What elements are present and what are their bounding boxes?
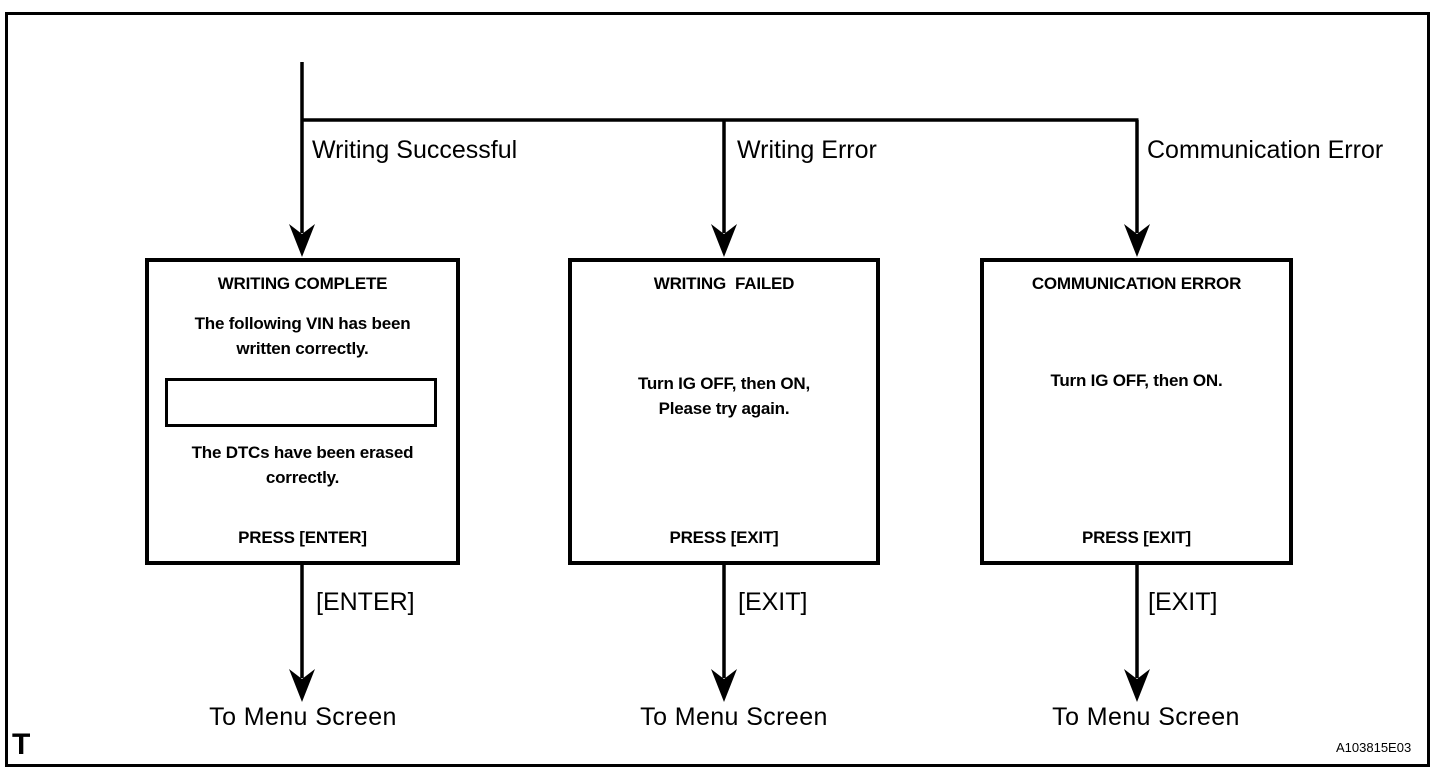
arrowhead-to-menu3 [1124,669,1150,702]
key-label-exit-2: [EXIT] [738,588,808,616]
branch-label-communication-error: Communication Error [1147,136,1384,164]
destination-label-menu-2: To Menu Screen [640,703,828,731]
screen-box-writing-complete: WRITING COMPLETE The following VIN has b… [145,258,460,565]
screen-text-line: The DTCs have been erased [191,443,414,462]
destination-label-menu-3: To Menu Screen [1052,703,1240,731]
vin-value-box [165,378,437,427]
figure-code: A103815E03 [1336,740,1412,755]
screen-press-instruction: PRESS [EXIT] [1081,528,1192,547]
arrowhead-into-box1 [289,224,315,257]
screen-press-instruction: PRESS [EXIT] [669,528,779,547]
screen-text-line: written correctly. [236,339,369,358]
key-label-exit-3: [EXIT] [1148,588,1218,616]
arrowhead-to-menu1 [289,669,315,702]
screen-box-writing-failed: WRITING FAILED Turn IG OFF, then ON, Ple… [568,258,880,565]
destination-label-menu-1: To Menu Screen [209,703,397,731]
diagram-border [5,12,1430,767]
arrowhead-into-box2 [711,224,737,257]
branch-label-writing-successful: Writing Successful [312,136,518,164]
screen-text-line: Turn IG OFF, then ON, [637,374,811,393]
arrowhead-into-box3 [1124,224,1150,257]
screen-text-line: Please try again. [658,399,790,418]
screen-text-line: Turn IG OFF, then ON. [1050,371,1223,390]
key-label-enter: [ENTER] [316,588,415,616]
branch-label-writing-error: Writing Error [737,136,877,164]
screen-title: COMMUNICATION ERROR [1031,274,1242,293]
screen-press-instruction: PRESS [ENTER] [238,528,367,547]
screen-text-line: The following VIN has been [194,314,411,333]
screen-text-line: correctly. [265,468,340,487]
screen-title: WRITING COMPLETE [217,274,388,293]
corner-mark-t: T [12,728,31,761]
screen-box-communication-error: COMMUNICATION ERROR Turn IG OFF, then ON… [980,258,1293,565]
screen-title: WRITING FAILED [653,274,795,293]
arrowhead-to-menu2 [711,669,737,702]
